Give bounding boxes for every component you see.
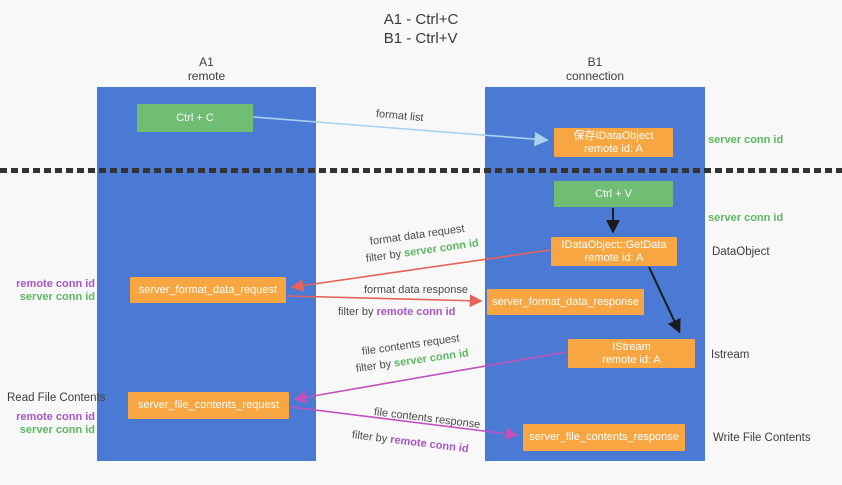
remote-conn-id-inline-1: remote conn id: [376, 306, 456, 318]
filter-by-remote-conn-id-label-2: filter by remote conn id: [351, 429, 469, 455]
server-conn-id-label-top: server conn id: [708, 134, 784, 146]
ctrl-c-label: Ctrl + C: [176, 111, 214, 124]
getdata-line1: IDataObject::GetData: [561, 238, 667, 251]
column-a1-id: A1: [199, 55, 214, 69]
istream-box: IStream remote id: A: [568, 339, 695, 368]
column-b1-subtitle: connection: [565, 69, 625, 83]
server-conn-id-label-1: server conn id: [19, 291, 95, 303]
column-header-a1: A1 remote: [97, 55, 316, 83]
server-conn-id-label-2: server conn id: [19, 424, 95, 436]
istream-line1: IStream: [612, 340, 651, 353]
diagram-title: A1 - Ctrl+C B1 - Ctrl+V: [0, 10, 842, 48]
read-file-contents-label: Read File Contents: [7, 392, 106, 404]
server-format-data-response-box: server_format_data_response: [487, 289, 644, 315]
save-idataobject-line2: remote id: A: [584, 142, 643, 155]
title-line-1: A1 - Ctrl+C: [383, 11, 459, 28]
format-list-label: format list: [375, 108, 425, 125]
server-format-data-request-box: server_format_data_request: [130, 277, 286, 303]
filter-by-remote-conn-id-label-1: filter by remote conn id: [338, 306, 455, 318]
ctrl-v-label: Ctrl + V: [595, 187, 632, 200]
left-conn-id-group-2: remote conn id server conn id: [7, 411, 95, 437]
server-file-contents-response-label: server_file_contents_response: [529, 431, 679, 443]
file-contents-response-label: file contents response: [373, 406, 481, 431]
filter-by-text-2: filter by: [338, 306, 377, 318]
remote-conn-id-label-2: remote conn id: [16, 411, 95, 423]
filter-by-text-3: filter by: [355, 357, 395, 375]
dataobject-label: DataObject: [712, 246, 770, 258]
istream-side-label: Istream: [711, 349, 750, 361]
server-file-contents-request-label: server_file_contents_request: [137, 399, 280, 411]
remote-conn-id-inline-2: remote conn id: [389, 433, 470, 456]
ctrl-c-box: Ctrl + C: [137, 104, 253, 132]
server-conn-id-label-mid: server conn id: [708, 212, 784, 224]
server-file-contents-request-box: server_file_contents_request: [128, 392, 289, 419]
getdata-box: IDataObject::GetData remote id: A: [551, 237, 677, 266]
column-a1-subtitle: remote: [187, 69, 226, 83]
write-file-contents-label: Write File Contents: [713, 432, 811, 444]
remote-conn-id-label-1: remote conn id: [16, 278, 95, 290]
title-line-2: B1 - Ctrl+V: [383, 30, 458, 47]
server-format-data-request-label: server_format_data_request: [138, 283, 278, 296]
filter-by-text-1: filter by: [365, 247, 405, 265]
save-idataobject-line1: 保存IDataObject: [573, 129, 654, 142]
format-data-response-label: format data response: [364, 284, 468, 296]
ctrl-v-box: Ctrl + V: [554, 181, 673, 207]
column-header-b1: B1 connection: [485, 55, 705, 83]
column-b1-id: B1: [587, 55, 603, 69]
session-divider-dashed-line: [0, 168, 842, 173]
istream-line2: remote id: A: [602, 353, 661, 366]
server-file-contents-response-box: server_file_contents_response: [523, 424, 685, 451]
left-conn-id-group-1: remote conn id server conn id: [7, 278, 95, 304]
getdata-line2: remote id: A: [584, 251, 644, 264]
server-format-data-response-label: server_format_data_response: [492, 295, 639, 308]
filter-by-text-4: filter by: [351, 429, 391, 446]
save-idataobject-box: 保存IDataObject remote id: A: [554, 128, 673, 157]
